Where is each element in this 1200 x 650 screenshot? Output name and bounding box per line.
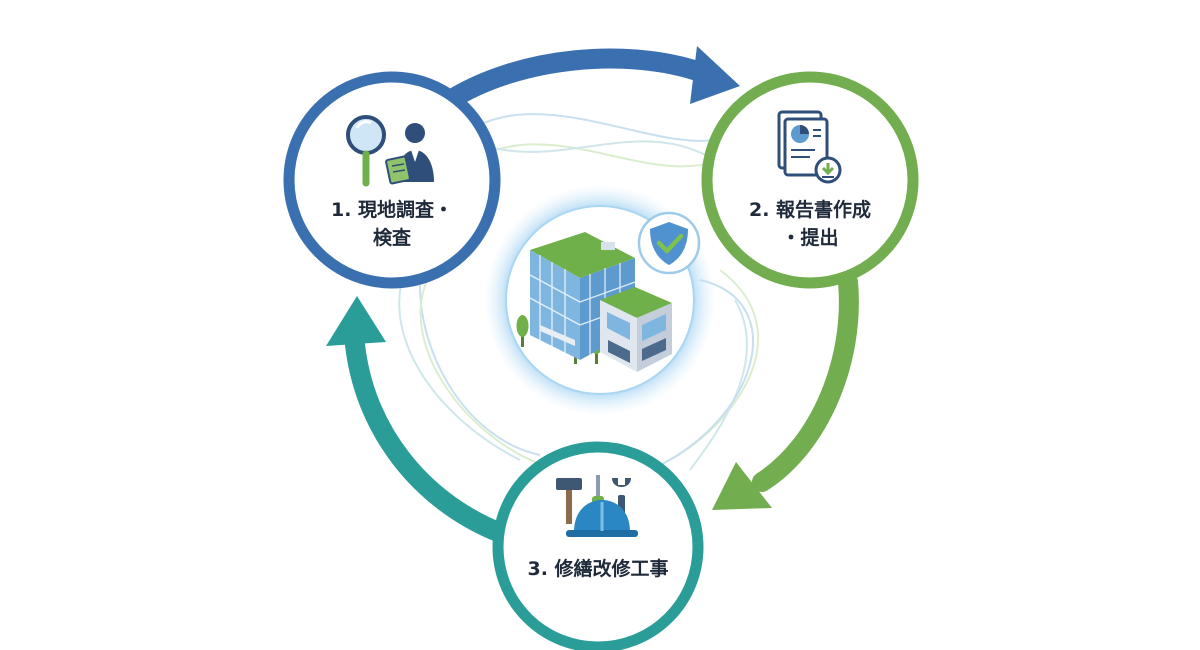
step-1-label-line-2: 検査 <box>372 226 411 249</box>
hard-hat-icon <box>566 500 638 537</box>
step-2-label-line-2: ・提出 <box>781 226 839 249</box>
step-2-label-line-1: 2. 報告書作成 <box>748 199 872 221</box>
step-2-node <box>701 71 919 289</box>
hammer-icon <box>556 478 582 524</box>
report-document-icon <box>777 110 842 184</box>
step-1-node <box>283 71 501 289</box>
step-1-label-line-1: 1. 現地調査・ <box>330 199 454 221</box>
inspector-person-icon <box>385 123 434 185</box>
step-2-label: 2. 報告書作成 ・提出 <box>710 197 910 252</box>
shield-check-icon <box>637 211 701 275</box>
step-1-label: 1. 現地調査・ 検査 <box>292 197 492 252</box>
arrow-2-to-3 <box>712 272 859 510</box>
arrow-3-to-1 <box>326 296 508 542</box>
step-3-node <box>492 441 704 650</box>
arrow-1-to-2 <box>437 46 740 112</box>
building-icon <box>516 232 672 372</box>
step-3-label: 3. 修繕改修工事 <box>498 556 698 584</box>
step-3-label-line-1: 3. 修繕改修工事 <box>527 558 669 580</box>
magnifier-icon <box>346 115 386 187</box>
